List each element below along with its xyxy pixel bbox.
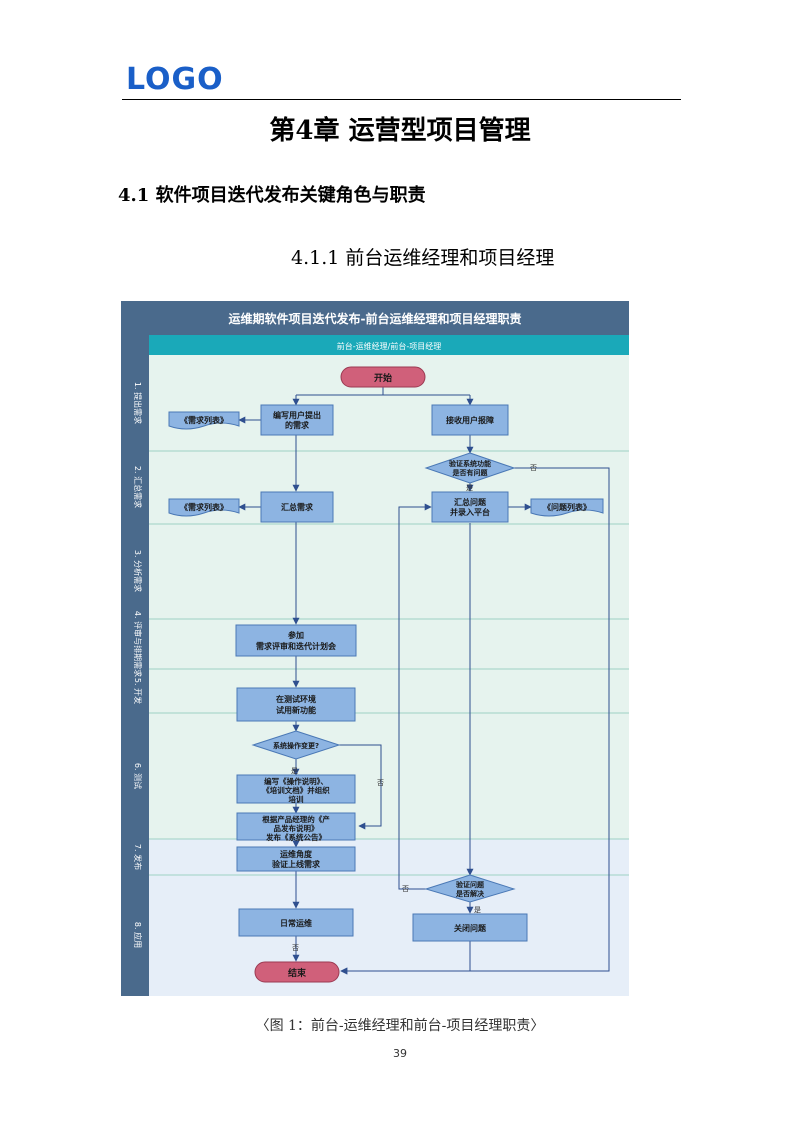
issue-solved-label: 验证问题 xyxy=(456,880,485,889)
collect-issue-label: 并录入平台 xyxy=(450,507,490,517)
verify-online-label: 运维角度 xyxy=(280,849,313,859)
lane-label: 3. 分析需求 xyxy=(133,550,143,592)
issue-solved-decision xyxy=(424,874,516,903)
review-label: 需求评审和迭代计划会 xyxy=(256,641,336,651)
receive-report-label: 接收用户报障 xyxy=(446,415,494,425)
figure-subtitle-bar xyxy=(149,335,629,355)
raise-req-label: 编写用户提出 xyxy=(273,410,321,420)
req-list-label: 《需求列表》 xyxy=(180,415,228,425)
subsection-title: 4.1.1 前台运维经理和项目经理 xyxy=(291,247,555,269)
verify-func-decision xyxy=(424,452,516,484)
publish-label: 发布《系统公告》 xyxy=(265,832,326,842)
collect-issue-label: 汇总问题 xyxy=(454,497,487,507)
lane-label-column xyxy=(121,335,149,996)
figure-caption: 〈图 1：前台-运维经理和前台-项目经理职责〉 xyxy=(255,1018,545,1034)
figure-title-bar xyxy=(121,301,629,335)
lane-label: 8. 应用 xyxy=(133,922,143,948)
connector xyxy=(398,503,432,890)
receive-report-box xyxy=(431,404,509,436)
collect-req-box xyxy=(260,491,334,523)
lane-label: 2. 汇总需求 xyxy=(133,466,143,508)
publish-label: 根据产品经理的《产 xyxy=(262,814,330,824)
publish-box xyxy=(236,812,356,841)
lane-6-bg xyxy=(149,713,629,839)
trial-label: 试用新功能 xyxy=(276,705,316,715)
req-list-doc-2 xyxy=(168,498,240,517)
issue-list-doc xyxy=(530,498,604,517)
publish-label: 品发布说明》 xyxy=(274,823,319,833)
edge-label-no: 否 xyxy=(402,885,409,893)
edge-label-yes: 是 xyxy=(474,906,481,914)
lane-7-bg xyxy=(149,839,629,875)
verify-online-label: 验证上线需求 xyxy=(272,859,321,869)
flowchart-figure: 运维期软件项目迭代发布-前台运维经理和项目经理职责 前台-运维经理/前台-项目经… xyxy=(121,301,629,996)
lane-label: 7. 发布 xyxy=(133,844,143,870)
req-list-doc-1 xyxy=(168,411,240,430)
write-docs-label: 编写《操作说明》、 xyxy=(264,776,328,786)
issue-solved-label: 是否解决 xyxy=(455,889,485,898)
raise-req-label: 的需求 xyxy=(285,420,310,430)
op-change-decision xyxy=(251,730,341,760)
lane-5-bg xyxy=(149,669,629,713)
section-title: 4.1 软件项目迭代发布关键角色与职责 xyxy=(118,185,426,206)
lane-label: 1. 提出需求 xyxy=(133,382,143,424)
trial-label: 在测试环境 xyxy=(276,694,316,704)
collect-req-label: 汇总需求 xyxy=(281,502,314,512)
header-rule xyxy=(122,99,681,100)
lane-3-bg xyxy=(149,524,629,619)
close-issue-label: 关闭问题 xyxy=(454,923,487,933)
daily-ops-label: 日常运维 xyxy=(280,918,312,928)
figure-subtitle: 前台-运维经理/前台-项目经理 xyxy=(337,341,441,351)
edge-label-no: 否 xyxy=(292,944,299,952)
collect-issue-box xyxy=(431,491,509,523)
figure-title: 运维期软件项目迭代发布-前台运维经理和项目经理职责 xyxy=(229,311,522,326)
start-label: 开始 xyxy=(374,372,392,384)
edge-label-yes: 是 xyxy=(466,484,473,492)
req-list-label: 《需求列表》 xyxy=(180,502,228,512)
lane-label: 4. 评审与排期需求 xyxy=(133,611,143,677)
daily-ops-box xyxy=(238,908,354,937)
chapter-title: 第4章 运营型项目管理 xyxy=(269,116,531,146)
raise-req-box xyxy=(260,404,334,436)
lane-label: 5. 开发 xyxy=(133,678,143,704)
edge-label-no: 否 xyxy=(530,464,537,472)
write-docs-label: 培训 xyxy=(289,794,304,804)
start-terminal xyxy=(340,366,426,388)
review-label: 参加 xyxy=(287,630,304,640)
end-label: 结束 xyxy=(288,967,307,979)
connector xyxy=(339,744,382,830)
lane-4-bg xyxy=(149,619,629,669)
trial-box xyxy=(236,687,356,722)
op-change-label: 系统操作变更? xyxy=(273,741,319,750)
verify-func-label: 是否有问题 xyxy=(452,468,489,477)
write-docs-label: 《培训文档》并组织 xyxy=(262,785,330,795)
write-docs-box xyxy=(236,774,356,804)
lane-8-bg xyxy=(149,875,629,996)
page-number: 39 xyxy=(393,1047,407,1060)
verify-func-label: 验证系统功能 xyxy=(449,459,491,468)
lane-label: 6. 测试 xyxy=(133,763,143,789)
close-issue-box xyxy=(412,913,528,942)
verify-online-box xyxy=(236,846,356,872)
logo: LOGO xyxy=(126,62,224,97)
review-box xyxy=(235,624,357,657)
flowchart-svg: 运维期软件项目迭代发布-前台运维经理和项目经理职责 前台-运维经理/前台-项目经… xyxy=(121,301,629,996)
connector xyxy=(340,467,610,975)
issue-list-label: 《问题列表》 xyxy=(543,502,591,512)
edge-label-no: 否 xyxy=(377,779,384,787)
edge-label-yes: 是 xyxy=(291,767,298,775)
end-terminal xyxy=(254,961,340,983)
